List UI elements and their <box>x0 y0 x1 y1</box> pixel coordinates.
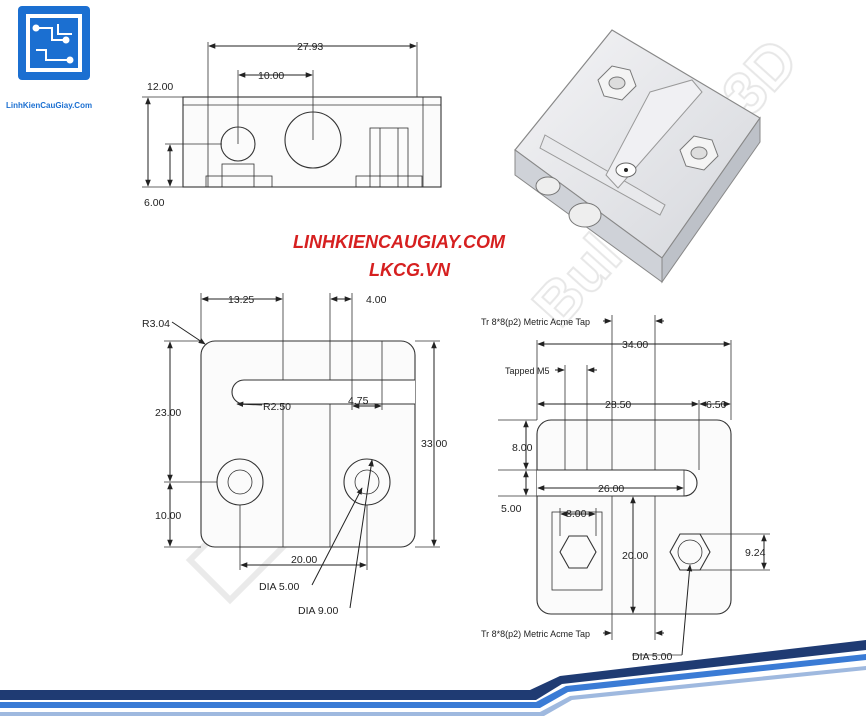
dim-side-lower: 5.00 <box>501 503 522 515</box>
dim-overall-width: 27.93 <box>297 41 323 53</box>
dim-dia-large: DIA 9.00 <box>298 605 338 617</box>
dim-side-width: 34.00 <box>622 339 648 351</box>
dim-right-offset: 6.50 <box>706 399 727 411</box>
dim-slot-width: 4.00 <box>366 294 387 306</box>
side-view: Tr 8*8(p2) Metric Acme Tap 34.00 Tapped … <box>481 315 770 663</box>
logo: LinhKienCauGiay.Com <box>6 6 92 110</box>
brand-short: LKCG.VN <box>369 260 451 280</box>
label-tapped: Tapped M5 <box>505 366 550 376</box>
dim-total-height: 33.00 <box>421 438 447 450</box>
isometric-view <box>514 29 761 284</box>
dim-slot-radius: R2.50 <box>263 401 291 413</box>
dim-side-height: 20.00 <box>622 550 648 562</box>
dim-corner-radius: R3.04 <box>142 318 170 330</box>
dim-upper-height: 23.00 <box>155 407 181 419</box>
dim-width-left: 13.25 <box>228 294 254 306</box>
dim-hex-width: 8.00 <box>566 508 587 520</box>
brand-url: LINHKIENCAUGIAY.COM <box>293 232 506 252</box>
dim-slot-offset: 4.75 <box>348 395 369 407</box>
dim-side-upper: 8.00 <box>512 442 533 454</box>
dim-hole-spacing: 10.00 <box>258 70 284 82</box>
dim-dia-small: DIA 5.00 <box>259 581 299 593</box>
dim-offset: 6.00 <box>144 197 165 209</box>
dim-hole-spacing-top: 20.00 <box>291 554 317 566</box>
dim-height: 12.00 <box>147 81 173 93</box>
dim-hex-height: 9.24 <box>745 547 766 559</box>
front-view: 27.93 10.00 12.00 6.00 <box>142 41 442 209</box>
label-thread-bottom: Tr 8*8(p2) Metric Acme Tap <box>481 629 590 639</box>
label-thread-top: Tr 8*8(p2) Metric Acme Tap <box>481 317 590 327</box>
top-view: 13.25 4.00 R3.04 R2.50 4.75 23.00 10.00 … <box>142 293 447 617</box>
logo-text: LinhKienCauGiay.Com <box>6 101 92 110</box>
footer-banner <box>0 640 866 716</box>
dim-slot-length: 28.50 <box>605 399 631 411</box>
dim-slot-inner: 26.00 <box>598 483 624 495</box>
dim-side-dia: DIA 5.00 <box>632 651 672 663</box>
dim-lower-height: 10.00 <box>155 510 181 522</box>
